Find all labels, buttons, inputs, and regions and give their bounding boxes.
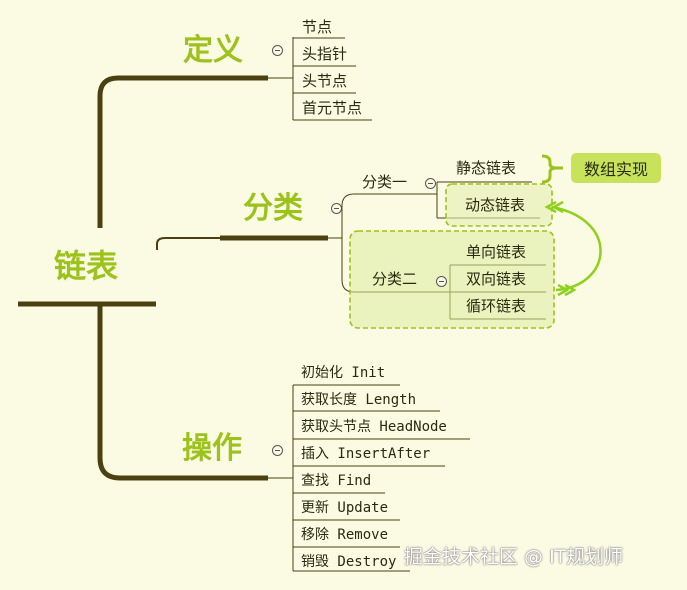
operation-destroy[interactable]: 销毁 Destroy [301, 554, 397, 570]
topic-operations[interactable]: 操作 [182, 431, 242, 466]
collapse-toggle-category-one[interactable] [425, 178, 436, 189]
collapse-toggle-classification[interactable] [331, 203, 342, 214]
topic-definition[interactable]: 定义 [183, 33, 243, 68]
list-circular-linked-list[interactable]: 循环链表 [466, 297, 527, 315]
callout-array-implementation[interactable]: 数组实现 [571, 153, 661, 183]
operation-find[interactable]: 查找 Find [301, 473, 372, 489]
subtopic-category-two[interactable]: 分类二 [372, 270, 418, 288]
collapse-toggle-category-two[interactable] [436, 276, 447, 287]
definition-item-head-node[interactable]: 头节点 [302, 72, 348, 90]
operation-length[interactable]: 获取长度 Length [301, 392, 417, 408]
list-singly-linked-list[interactable]: 单向链表 [466, 243, 527, 261]
operation-update[interactable]: 更新 Update [301, 500, 389, 516]
collapse-toggle-operations[interactable] [272, 445, 283, 456]
definition-item-node[interactable]: 节点 [302, 18, 333, 36]
subtopic-category-one[interactable]: 分类一 [362, 173, 408, 191]
operation-init[interactable]: 初始化 Init [301, 365, 386, 381]
operation-head-node[interactable]: 获取头节点 HeadNode [301, 419, 447, 435]
list-dynamic-linked-list[interactable]: 动态链表 [465, 196, 526, 214]
watermark: 掘金技术社区 @ IT规划师 [404, 546, 624, 568]
definition-item-head-pointer[interactable]: 头指针 [302, 45, 348, 63]
list-static-linked-list[interactable]: 静态链表 [456, 159, 517, 177]
list-doubly-linked-list[interactable]: 双向链表 [466, 270, 527, 288]
operation-insert-after[interactable]: 插入 InsertAfter [301, 446, 431, 462]
root-topic[interactable]: 链表 [54, 247, 119, 285]
collapse-toggle-definition[interactable] [272, 45, 283, 56]
operation-remove[interactable]: 移除 Remove [301, 527, 389, 543]
definition-item-first-node[interactable]: 首元节点 [302, 99, 363, 117]
topic-classification[interactable]: 分类 [243, 191, 303, 226]
